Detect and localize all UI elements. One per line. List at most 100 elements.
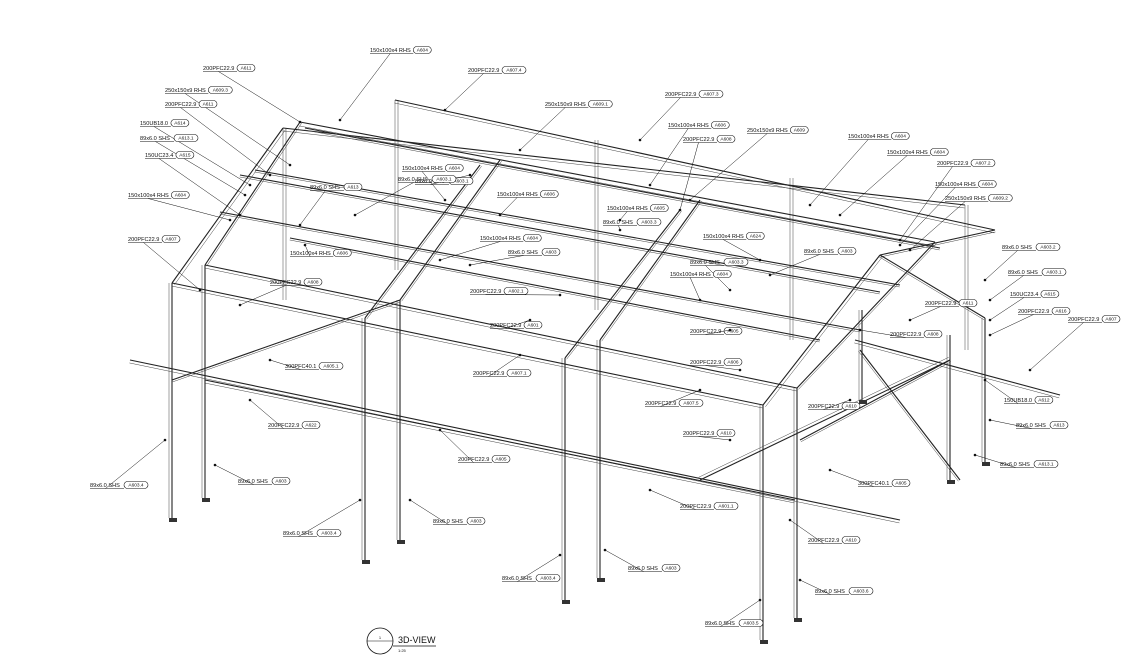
callout-arrowhead — [238, 303, 242, 307]
callout-arrowhead — [248, 183, 252, 187]
purlin-4-edge — [289, 239, 820, 343]
gable-brace — [879, 254, 986, 319]
callout-section-label: 200PFC22.9 — [470, 289, 501, 295]
end-rafter-left — [171, 127, 284, 284]
callout-tag-label: A615 — [179, 153, 191, 159]
callout-tag-label: A609 — [794, 128, 806, 134]
callout-tag-box — [1041, 268, 1067, 276]
callout-section-label: 300PFC40.1 — [858, 481, 889, 487]
view-number: 1 — [379, 635, 382, 640]
callout-tag-box — [848, 587, 874, 595]
callout-leader — [218, 71, 301, 123]
callout-tag-label: A602.1 — [508, 289, 524, 295]
callout-leader — [153, 126, 251, 186]
callout-arrowhead — [618, 228, 622, 232]
callout-tag-box — [987, 194, 1013, 202]
callout-leader — [909, 306, 941, 321]
callout-leader — [679, 142, 699, 211]
callout-tag-label: A603 — [665, 566, 677, 572]
column-base-plate-6 — [597, 578, 605, 582]
callout-section-label: 300PFC40.1 — [285, 364, 316, 370]
callout-tag-box — [539, 190, 559, 198]
callout-leader — [705, 365, 741, 371]
callout-arrowhead — [468, 263, 472, 267]
callout-arrowhead — [838, 213, 842, 217]
callout-leader — [899, 166, 953, 241]
base-brace — [859, 349, 961, 481]
callout-section-label: 150x100x4 RHS — [497, 192, 538, 198]
callout-section-label: 150UB18.0 — [140, 121, 168, 127]
callout-arrowhead — [603, 548, 607, 552]
column-base-plate-2 — [202, 498, 210, 502]
callout-leader — [488, 354, 521, 377]
callout-section-label: 150x100x4 RHS — [848, 134, 889, 140]
callout-arrowhead — [758, 258, 762, 262]
callout-leader — [519, 107, 566, 151]
callout-section-label: 89x6.0 SHS — [502, 576, 532, 582]
column-base-plate-11 — [859, 400, 867, 404]
callout-leader — [155, 141, 246, 196]
callout-tag-label: A603 — [545, 250, 557, 256]
callout-56: 200PFC22.9 A605 — [438, 428, 511, 463]
callout-leader — [769, 254, 820, 276]
callout-tag-box — [466, 517, 486, 525]
callout-tag-box — [501, 66, 527, 74]
purlin-4 — [289, 237, 821, 341]
callout-tag-box — [175, 151, 195, 159]
callout-arrowhead — [198, 288, 202, 292]
callout-tag-box — [649, 204, 669, 212]
callout-arrowhead — [228, 218, 232, 222]
callout-leader — [409, 499, 449, 525]
callout-section-label: 89x6.0 SHS — [398, 177, 428, 183]
callout-section-label: 200PFC22.9 — [468, 68, 499, 74]
callout-arrowhead — [443, 198, 447, 202]
callout-tag-label: A610 — [845, 404, 857, 410]
callout-arrowhead — [558, 293, 562, 297]
callout-leader — [799, 579, 831, 595]
callout-tag-label: A605 — [495, 457, 507, 463]
callout-tag-label: A603.3 — [728, 260, 744, 266]
callout-tag-box — [271, 477, 291, 485]
callout-tag-box — [1035, 243, 1061, 251]
ridge-beam-lower — [304, 127, 941, 249]
callout-leader — [439, 241, 501, 261]
end-rafter-left-inner-edge — [206, 122, 302, 267]
base-beam-inner-edge — [204, 382, 795, 504]
view-scale: 1:25 — [398, 648, 407, 653]
callout-leader — [984, 379, 1019, 404]
callout-tag-label: A613 — [1053, 423, 1065, 429]
callout-arrowhead — [678, 208, 682, 212]
callout-leader — [439, 429, 474, 463]
callout-tag-label: A610 — [720, 431, 732, 437]
callout-section-label: 200PFC22.9 — [458, 457, 489, 463]
callout-tag-box — [636, 218, 662, 226]
callout-tag-label: A603.1 — [436, 177, 452, 183]
front-eave-beam-inner-edge — [204, 267, 797, 392]
callout-leader — [789, 519, 824, 544]
callout-tag-label: A603 — [841, 249, 853, 255]
view-title: 3D-VIEW — [398, 635, 436, 645]
callout-arrowhead — [243, 193, 247, 197]
purlin-2-edge — [239, 176, 880, 295]
callout-tag-box — [698, 90, 724, 98]
